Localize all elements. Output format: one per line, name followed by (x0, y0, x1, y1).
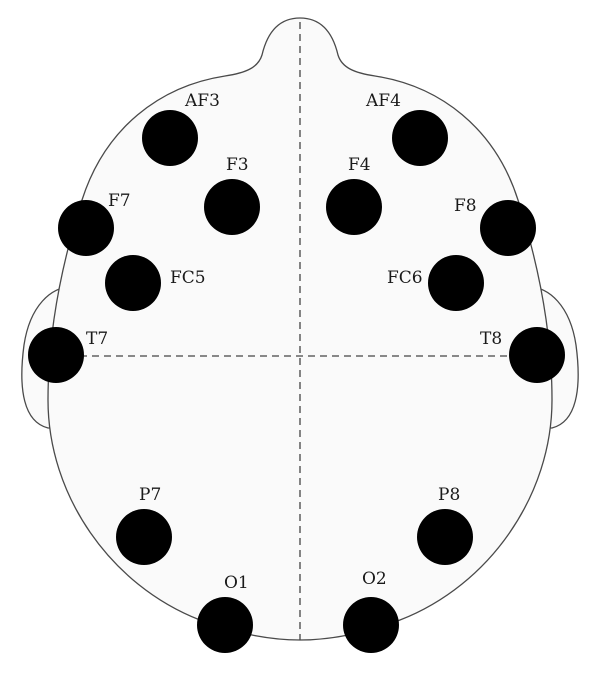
electrode-label-fc6: FC6 (387, 268, 423, 288)
electrode-fc5 (105, 255, 161, 311)
electrode-label-p8: P8 (438, 485, 460, 505)
electrode-label-f3: F3 (226, 155, 249, 175)
electrode-f3 (204, 179, 260, 235)
electrode-p8 (417, 509, 473, 565)
electrode-fc6 (428, 255, 484, 311)
electrode-o1 (197, 597, 253, 653)
electrode-af3 (142, 110, 198, 166)
electrode-label-o1: O1 (224, 573, 249, 593)
electrode-f7 (58, 200, 114, 256)
electrode-label-f7: F7 (108, 191, 131, 211)
electrode-o2 (343, 597, 399, 653)
electrode-af4 (392, 110, 448, 166)
electrode-label-p7: P7 (139, 485, 161, 505)
electrode-f4 (326, 179, 382, 235)
electrode-t7 (28, 327, 84, 383)
electrode-label-fc5: FC5 (170, 268, 206, 288)
electrode-label-f8: F8 (454, 196, 477, 216)
electrode-label-af3: AF3 (184, 91, 220, 111)
electrode-p7 (116, 509, 172, 565)
electrode-label-t7: T7 (86, 329, 108, 349)
electrode-label-f4: F4 (348, 155, 371, 175)
electrode-label-o2: O2 (362, 569, 387, 589)
electrode-t8 (509, 327, 565, 383)
electrode-f8 (480, 200, 536, 256)
electrode-label-af4: AF4 (365, 91, 401, 111)
electrode-label-t8: T8 (480, 329, 502, 349)
